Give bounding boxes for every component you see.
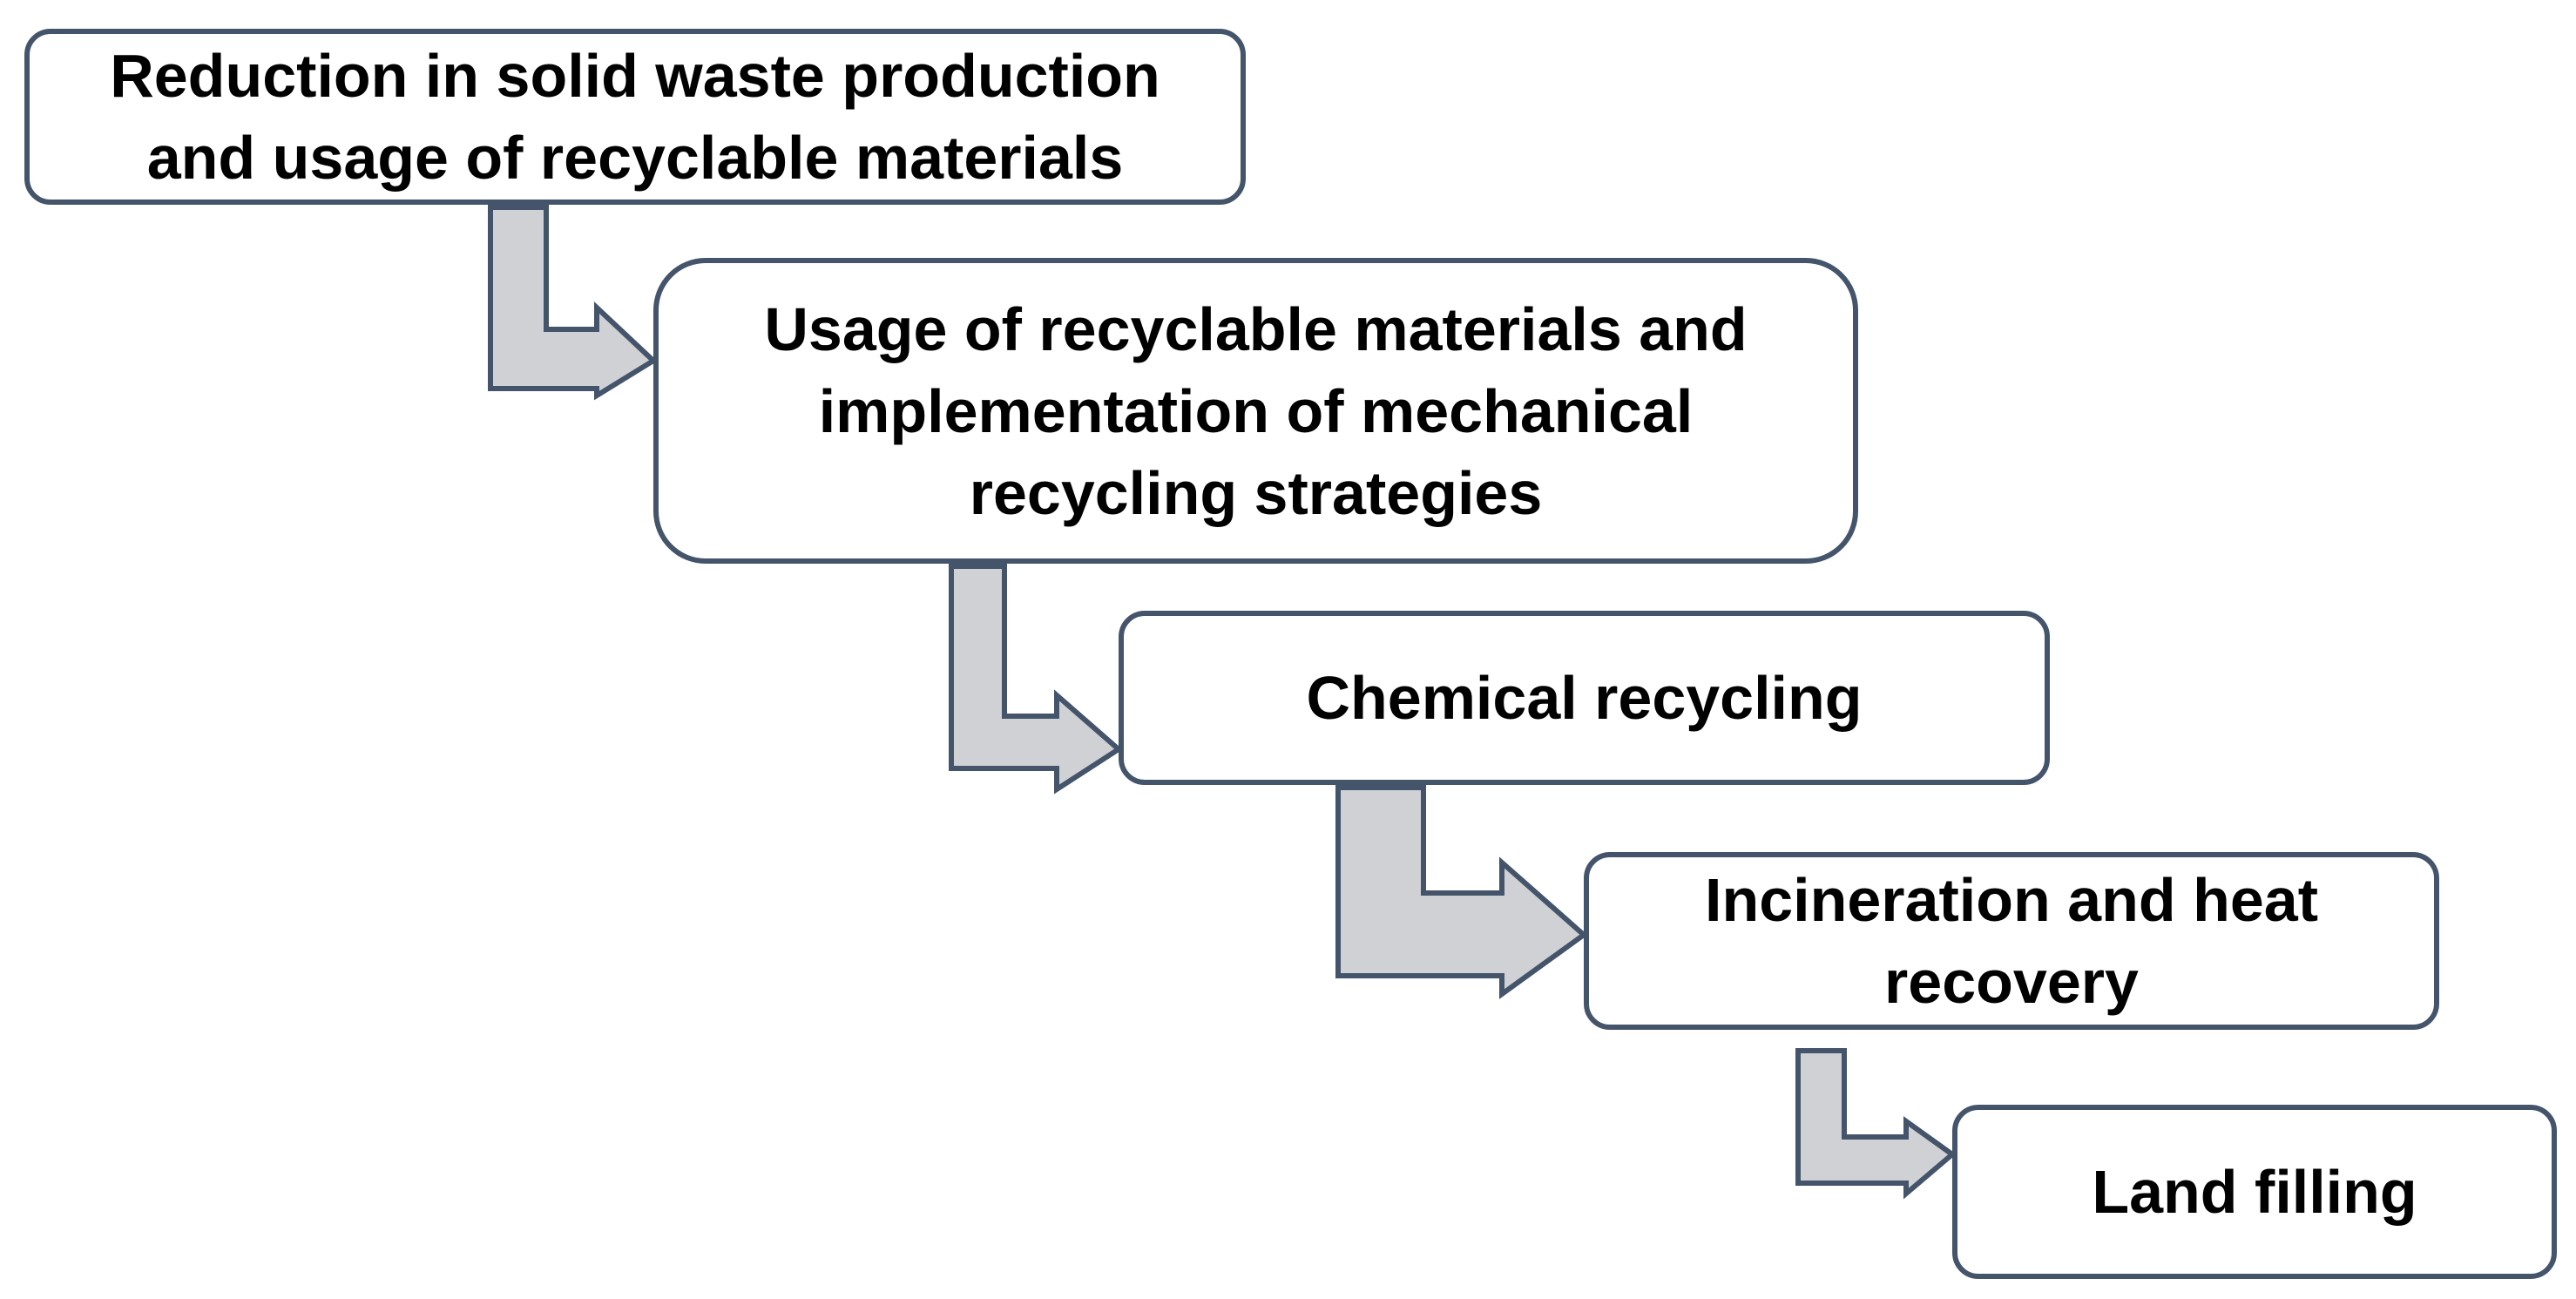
arrow-step-1-to-2: [488, 205, 658, 401]
step-label-reduction: Reduction in solid waste production and …: [110, 42, 1160, 192]
step-box-land-filling: Land filling: [1952, 1105, 2557, 1279]
step-label-chemical-recycling: Chemical recycling: [1306, 664, 1863, 732]
arrow-step-4-to-5: [1795, 1048, 1957, 1200]
step-label-land-filling: Land filling: [2092, 1158, 2417, 1226]
arrow-step-3-to-4: [1335, 785, 1588, 999]
step-box-reduction: Reduction in solid waste production and …: [24, 29, 1246, 205]
step-box-chemical-recycling: Chemical recycling: [1119, 611, 2050, 785]
arrow-step-2-to-3: [949, 564, 1123, 795]
step-box-mechanical-recycling: Usage of recyclable materials and implem…: [653, 258, 1858, 564]
step-label-incineration: Incineration and heat recovery: [1705, 866, 2318, 1016]
step-label-mechanical-recycling: Usage of recyclable materials and implem…: [764, 294, 1748, 527]
step-box-incineration: Incineration and heat recovery: [1584, 852, 2439, 1030]
